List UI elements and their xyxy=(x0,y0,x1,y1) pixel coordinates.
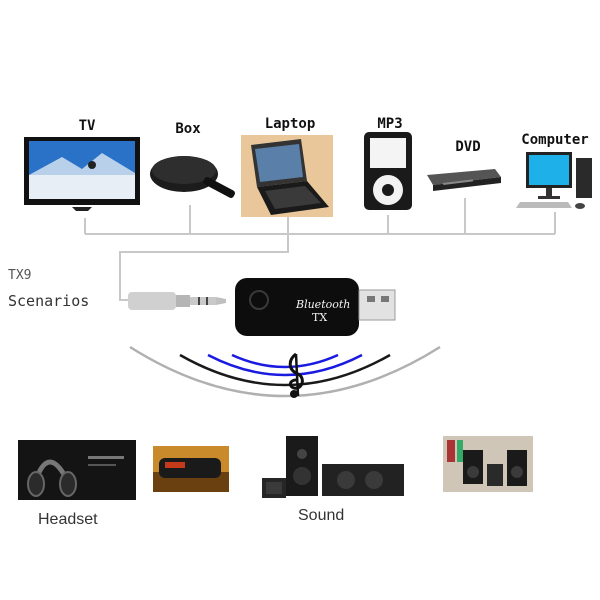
device-label-bluetooth: Bluetooth xyxy=(296,298,351,311)
headset-label: Headset xyxy=(38,511,98,528)
mp3-image xyxy=(364,132,412,210)
bookshelf-speakers-image xyxy=(443,436,533,492)
sound-label: Sound xyxy=(298,507,345,524)
connector-lines xyxy=(84,198,556,301)
label-box: Box xyxy=(175,121,201,137)
label-mp3: MP3 xyxy=(377,116,403,132)
laptop-image xyxy=(241,135,333,217)
speaker-box-image xyxy=(153,446,229,492)
computer-image xyxy=(516,152,592,209)
box-image xyxy=(150,156,235,198)
dvd-image xyxy=(427,169,501,191)
music-note-icon xyxy=(288,352,304,398)
headset-image xyxy=(18,440,136,500)
model-label: TX9 xyxy=(8,268,32,283)
device-label-tx: TX xyxy=(312,311,328,324)
audio-jack-image xyxy=(128,292,226,310)
signal-waves xyxy=(129,345,441,398)
label-laptop: Laptop xyxy=(264,116,316,132)
tv-image xyxy=(24,137,140,211)
sound-system-image xyxy=(262,436,404,498)
label-dvd: DVD xyxy=(455,139,481,155)
scenarios-label: Scenarios xyxy=(8,292,90,310)
label-computer: Computer xyxy=(521,132,589,148)
bluetooth-tx-device xyxy=(235,278,396,336)
label-tv: TV xyxy=(78,118,96,134)
